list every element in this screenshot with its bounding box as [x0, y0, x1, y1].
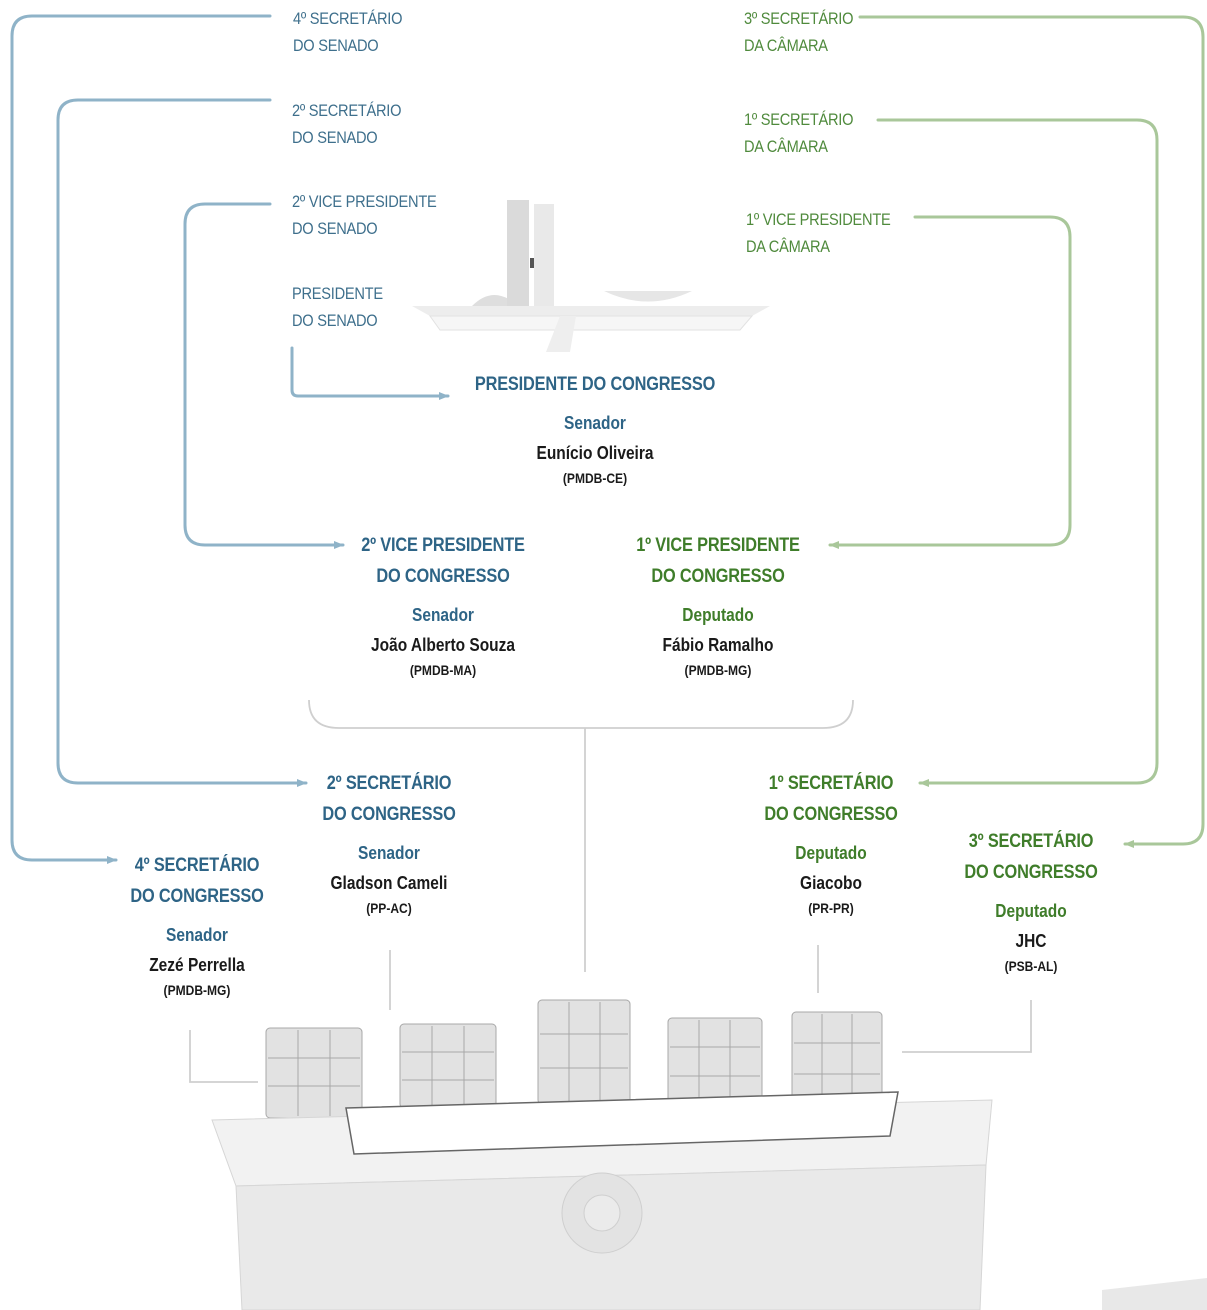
- desk-illustration: [211, 1091, 1207, 1310]
- cargo-role: Senador: [564, 413, 626, 433]
- member-party: (PMDB-MA): [409, 662, 477, 678]
- cargo-title: DO CONGRESSO: [376, 566, 510, 587]
- member-name: JHC: [1015, 931, 1047, 951]
- cargo-title: PRESIDENTE DO CONGRESSO: [474, 374, 716, 395]
- connector-camara-3-secretario: [858, 15, 1205, 848]
- cargo-title: DO CONGRESSO: [322, 804, 456, 825]
- cargo-title: 1º VICE PRESIDENTE: [636, 535, 800, 556]
- cargo-role: Senador: [358, 843, 420, 863]
- connector-senado-presidente: [290, 346, 450, 400]
- origin-camara-1-vice: 1º VICE PRESIDENTE DA CÂMARA: [746, 210, 891, 256]
- origin-senado-2-secretario: 2º SECRETÁRIO DO SENADO: [292, 101, 402, 147]
- cargo-role: Deputado: [995, 901, 1067, 921]
- cargo-title: DO CONGRESSO: [651, 566, 785, 587]
- connector-senado-2-vice: [183, 202, 345, 549]
- cargo-1-secretario: 1º SECRETÁRIO DO CONGRESSO Deputado Giac…: [716, 768, 946, 918]
- cargo-role: Deputado: [795, 843, 867, 863]
- connector-senado-2-secretario: [56, 98, 308, 787]
- chairs-illustration: [265, 999, 883, 1119]
- cargo-title: DO CONGRESSO: [964, 862, 1098, 883]
- cargo-title: 3º SECRETÁRIO: [968, 831, 1094, 852]
- cargo-title: DO CONGRESSO: [764, 804, 898, 825]
- origin-camara-3-secretario: 3º SECRETÁRIO DA CÂMARA: [744, 9, 854, 55]
- member-name: João Alberto Souza: [371, 635, 515, 655]
- member-party: (PR-PR): [808, 900, 854, 916]
- chair-4: [667, 1017, 763, 1105]
- vice-presidents-bracket: [308, 699, 854, 729]
- cargo-role: Senador: [166, 925, 228, 945]
- cargo-title: 2º VICE PRESIDENTE: [361, 535, 525, 556]
- cargo-role: Deputado: [682, 605, 754, 625]
- congress-building-illustration: [412, 200, 770, 352]
- origin-camara-1-secretario: 1º SECRETÁRIO DA CÂMARA: [744, 110, 854, 156]
- member-party: (PMDB-CE): [562, 470, 628, 486]
- cargo-2-vice-presidente: 2º VICE PRESIDENTE DO CONGRESSO Senador …: [313, 530, 573, 680]
- origin-senado-2-vice: 2º VICE PRESIDENTE DO SENADO: [292, 192, 437, 238]
- cargo-1-vice-presidente: 1º VICE PRESIDENTE DO CONGRESSO Deputado…: [588, 530, 848, 680]
- member-name: Gladson Cameli: [330, 873, 448, 893]
- connector-camara-1-vice: [828, 215, 1072, 549]
- leader-sec3: [902, 1000, 1032, 1053]
- cargo-3-secretario: 3º SECRETÁRIO DO CONGRESSO Deputado JHC …: [916, 826, 1146, 976]
- connector-camara-1-secretario: [876, 118, 1159, 787]
- member-party: (PP-AC): [366, 900, 412, 916]
- cargo-title: DO CONGRESSO: [130, 886, 264, 907]
- cargo-title: 4º SECRETÁRIO: [134, 855, 260, 876]
- cargo-title: 1º SECRETÁRIO: [768, 773, 894, 794]
- member-party: (PMDB-MG): [163, 982, 231, 998]
- member-party: (PSB-AL): [1004, 958, 1058, 974]
- member-name: Fábio Ramalho: [662, 635, 774, 655]
- member-name: Giacobo: [800, 873, 862, 893]
- cargo-title: 2º SECRETÁRIO: [326, 773, 452, 794]
- cargo-role: Senador: [412, 605, 474, 625]
- cargo-2-secretario: 2º SECRETÁRIO DO CONGRESSO Senador Glads…: [274, 768, 504, 918]
- origin-senado-4-secretario: 4º SECRETÁRIO DO SENADO: [293, 9, 403, 55]
- member-party: (PMDB-MG): [684, 662, 752, 678]
- cargo-4-secretario: 4º SECRETÁRIO DO CONGRESSO Senador Zezé …: [82, 850, 312, 1000]
- chair-2: [399, 1023, 497, 1109]
- connector-senado-4-secretario: [10, 14, 272, 864]
- origin-senado-presidente: PRESIDENTE DO SENADO: [292, 284, 383, 330]
- chair-5: [791, 1011, 883, 1105]
- leader-sec4: [189, 1030, 258, 1083]
- chair-1: [265, 1027, 363, 1119]
- member-name: Zezé Perrella: [149, 955, 245, 975]
- cargo-presidente: PRESIDENTE DO CONGRESSO Senador Eunício …: [445, 369, 745, 488]
- chair-3: [537, 999, 631, 1105]
- member-name: Eunício Oliveira: [536, 443, 654, 463]
